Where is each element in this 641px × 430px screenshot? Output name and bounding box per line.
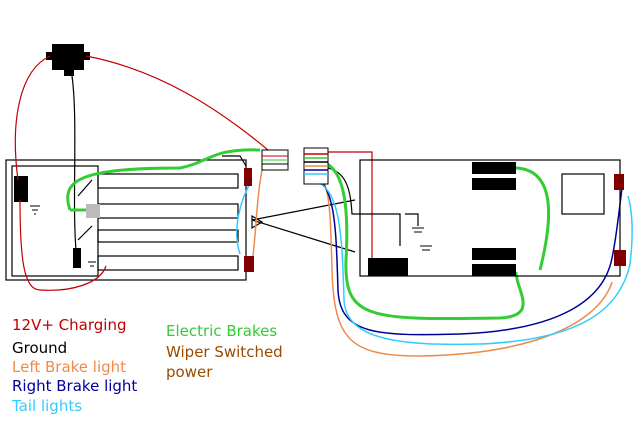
legend-right-brake: Right Brake light: [12, 377, 138, 395]
relay-left: [73, 248, 81, 268]
wire-right-brake: [309, 175, 623, 336]
battery-left: [14, 176, 28, 202]
legend-ground: Ground: [12, 339, 68, 357]
legend-wiper-line2: power: [166, 363, 213, 381]
right-unit: [359, 159, 626, 277]
connector-right: [303, 147, 329, 185]
legend-wiper-line1: Wiper Switched: [166, 343, 283, 361]
legend-charging: 12V+ Charging: [12, 316, 127, 334]
tail-light-left-bottom: [244, 256, 254, 272]
tail-light-left-top: [244, 168, 252, 186]
legend-tail-lights: Tail lights: [12, 397, 83, 415]
ground-symbol-left: [30, 205, 96, 267]
wire-ground: [71, 75, 419, 253]
wire-left-brake: [251, 169, 613, 357]
left-unit: [5, 159, 247, 281]
legend-left-brake: Left Brake light: [12, 358, 127, 376]
connector-left: [261, 149, 289, 171]
wire-charging: [14, 55, 373, 291]
wire-electric-brakes: [66, 148, 551, 321]
junction-block: [86, 204, 100, 218]
legend-electric-brakes: Electric Brakes: [166, 322, 278, 340]
plug-icon: [46, 44, 90, 76]
